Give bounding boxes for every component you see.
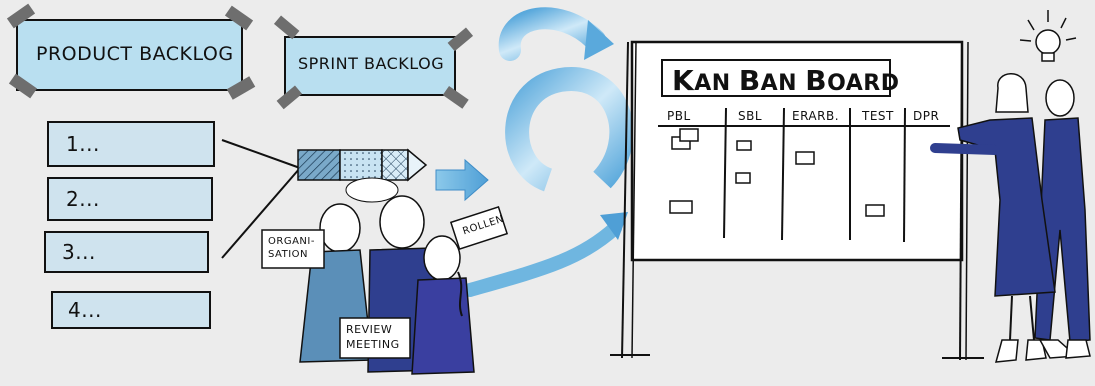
organisation-label-box: [261, 229, 325, 269]
pencil-icon: [297, 148, 428, 182]
board-title-part3: OARD: [827, 71, 900, 96]
column-test: TEST: [862, 109, 894, 123]
arrow-to-board: [463, 221, 622, 297]
backlog-item-1: 1...: [66, 132, 100, 156]
column-dpr: DPR: [913, 109, 940, 123]
backlog-item-3: 3...: [62, 240, 96, 264]
backlog-item-4: 4...: [68, 298, 102, 322]
presenters: [930, 73, 1091, 363]
board-title: KAN BAN BOARD: [672, 64, 899, 97]
backlog-item-2: 2...: [66, 187, 100, 211]
product-backlog-label: PRODUCT BACKLOG: [36, 43, 234, 65]
product-backlog-note: [6, 3, 256, 100]
backlog-item-boxes: [44, 121, 215, 329]
review-meeting-label: REVIEW MEETING: [346, 323, 400, 351]
kanban-board: [610, 40, 984, 361]
sprint-backlog-note: [273, 15, 474, 110]
organisation-label: ORGANI- SATION: [268, 236, 315, 260]
column-pbl: PBL: [667, 109, 691, 123]
board-title-k: K: [672, 64, 695, 97]
board-title-part1: AN: [694, 71, 739, 96]
board-title-part2: AN: [760, 71, 806, 96]
review-meeting-label-box: [339, 317, 411, 359]
sprint-backlog-label: SPRINT BACKLOG: [298, 54, 445, 73]
board-title-b2: B: [805, 64, 828, 97]
column-erarb: ERARB.: [792, 109, 840, 123]
rollen-label-box: [449, 206, 509, 250]
arrow-to-cycle: [435, 158, 489, 202]
lightbulb-icon: [1019, 10, 1077, 62]
board-title-b: B: [738, 64, 761, 97]
column-sbl: SBL: [738, 109, 763, 123]
